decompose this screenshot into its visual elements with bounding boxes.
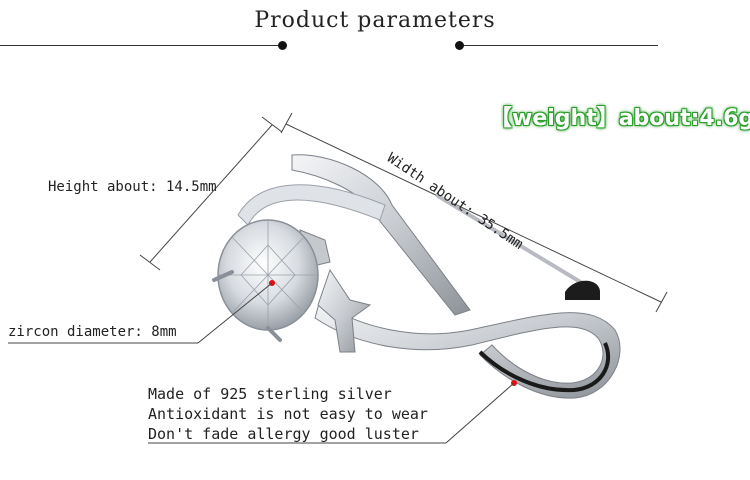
zircon-gem — [212, 219, 319, 342]
description-line: Don't fade allergy good luster — [148, 425, 419, 443]
weight-label: 【weight】about:4.6g — [490, 106, 750, 131]
zircon-diameter-label: zircon diameter: 8mm — [8, 324, 177, 340]
description-line: Made of 925 sterling silver — [148, 385, 392, 403]
title-rule-left — [0, 45, 283, 46]
width-dimension-line — [280, 112, 668, 313]
material-leader-line — [148, 382, 515, 444]
description-line: Antioxidant is not easy to wear — [148, 405, 428, 423]
height-dimension-line — [139, 116, 283, 271]
page-title: Product parameters — [254, 8, 496, 33]
title-dot-left — [278, 41, 287, 50]
zircon-leader-line — [8, 282, 273, 344]
title-rule-right — [460, 45, 658, 46]
material-description: Made of 925 sterling silver Antioxidant … — [148, 384, 428, 444]
brooch-body — [237, 154, 621, 399]
height-label: Height about: 14.5mm — [48, 179, 217, 195]
title-dot-right — [455, 41, 464, 50]
